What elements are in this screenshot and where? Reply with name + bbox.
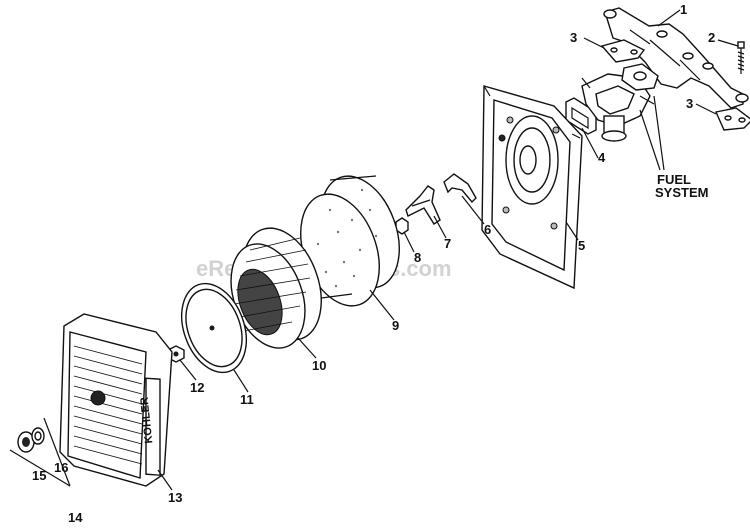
part-1-intake-manifold (603, 7, 749, 109)
callout-5: 5 (578, 238, 585, 253)
callout-15: 15 (32, 468, 46, 483)
brand-logo-text: KOHLER (139, 397, 156, 444)
callout-12: 12 (190, 380, 204, 395)
part-5-air-cleaner-base (481, 85, 583, 290)
part-6-clip (443, 173, 477, 204)
part-3-gasket-lower (715, 107, 750, 131)
part-11-seal (181, 282, 247, 374)
carburetor-assembly (581, 63, 659, 142)
callout-10: 10 (312, 358, 326, 373)
callout-labels: 1 2 3 3 4 5 6 7 8 9 10 11 12 13 14 15 16 (32, 2, 715, 525)
part-14-kit-bracket (9, 417, 71, 487)
callout-16: 16 (54, 460, 68, 475)
callout-9: 9 (392, 318, 399, 333)
callout-8: 8 (414, 250, 421, 265)
fuel-system-bracket (639, 95, 665, 171)
part-9-precleaner (300, 175, 400, 307)
callout-11: 11 (240, 392, 254, 407)
fuel-system-label-line1: FUEL (657, 172, 691, 187)
callout-3-lower: 3 (686, 96, 693, 111)
part-3-gasket-upper (600, 39, 646, 63)
leader-lines (157, 9, 739, 491)
callout-3-upper: 3 (570, 30, 577, 45)
part-10-paper-element (230, 227, 322, 349)
part-15-knob (17, 431, 35, 453)
callout-2: 2 (708, 30, 715, 45)
part-2-bolt (737, 41, 745, 74)
callout-4: 4 (598, 150, 606, 165)
callout-13: 13 (168, 490, 182, 505)
fuel-system-label-line2: SYSTEM (655, 185, 708, 200)
callout-14: 14 (68, 510, 83, 525)
part-13-cover (59, 313, 173, 487)
callout-1: 1 (680, 2, 687, 17)
callout-7: 7 (444, 236, 451, 251)
part-16-washer (31, 427, 45, 445)
callout-6: 6 (484, 222, 491, 237)
